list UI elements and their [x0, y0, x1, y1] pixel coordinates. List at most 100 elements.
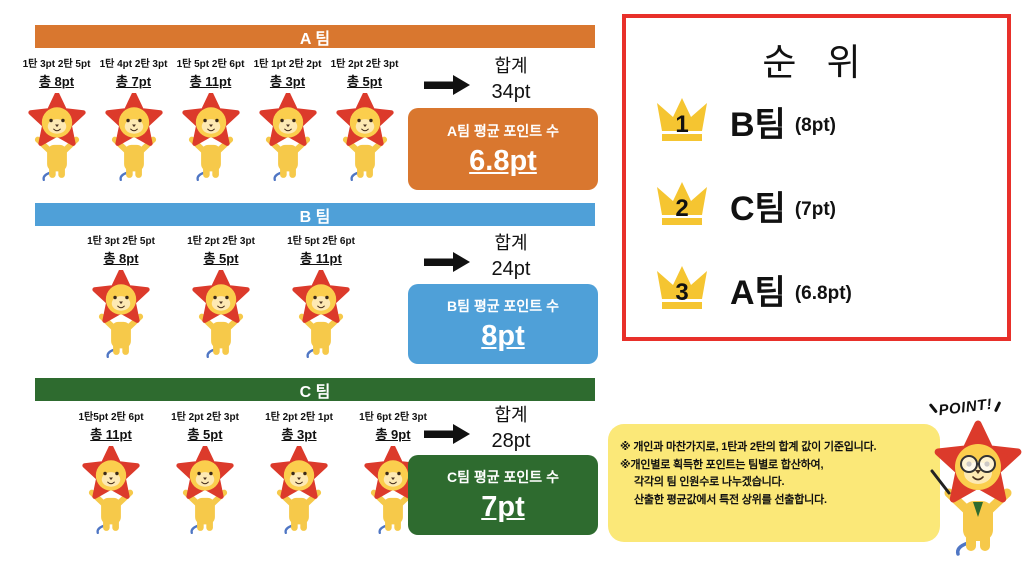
team-c-sum: 합계 28pt — [468, 401, 554, 453]
ranking-title: 순 위 — [762, 42, 871, 83]
team-a-member-1: 1탄 3pt 2탄 5pt 총 8pt — [18, 55, 95, 181]
rank-row-1: 1 B팀 (8pt) — [654, 96, 836, 146]
team-a-members: 1탄 3pt 2탄 5pt 총 8pt 1탄 4pt 2탄 3pt 총 7pt … — [18, 55, 403, 181]
member-round-points: 1탄 2pt 2탄 1pt — [265, 412, 333, 423]
rank-team-name: C팀 — [730, 189, 786, 228]
emphasis-line-icon — [928, 403, 938, 414]
team-b-member-3: 1탄 5pt 2탄 6pt 총 11pt — [280, 232, 362, 358]
lion-mascot-icon — [78, 446, 144, 534]
rank-team-points: (6.8pt) — [794, 283, 852, 304]
crown-1: 1 — [654, 96, 710, 146]
crown-3: 3 — [654, 264, 710, 314]
note-line-4: 산출한 평균값에서 특전 상위를 선출합니다. — [634, 493, 827, 506]
team-c-average-box: C팀 평균 포인트 수 7pt — [408, 455, 598, 535]
rank-number: 2 — [675, 195, 689, 222]
crown-icon — [657, 266, 707, 309]
rank-row-3: 3 A팀 (6.8pt) — [654, 264, 852, 314]
rank-row-2: 2 C팀 (7pt) — [654, 180, 836, 230]
member-total-points: 총 3pt — [281, 427, 317, 442]
note-line-1: ※ 개인과 마찬가지로, 1탄과 2탄의 합계 값이 기준입니다. — [620, 441, 877, 453]
member-round-points: 1탄 6pt 2탄 3pt — [359, 412, 427, 423]
crown-2: 2 — [654, 180, 710, 230]
member-total-points: 총 7pt — [115, 74, 152, 89]
arrow-right-icon — [424, 424, 470, 444]
member-total-points: 총 11pt — [189, 74, 232, 89]
average-label: A팀 평균 포인트 수 — [447, 122, 559, 139]
team-b-average-box: B팀 평균 포인트 수 8pt — [408, 284, 598, 364]
member-round-points: 1탄 5pt 2탄 6pt — [287, 236, 355, 247]
sum-label: 합계 — [494, 56, 528, 76]
lion-mascot-icon — [178, 93, 244, 181]
note-line-2: ※개인별로 획득한 포인트는 팀별로 합산하여, — [620, 458, 824, 471]
note-line-3: 각각의 팀 인원수로 나누겠습니다. — [634, 476, 785, 489]
team-b-sum: 합계 24pt — [468, 229, 554, 281]
member-total-points: 총 11pt — [90, 427, 132, 442]
rank-team-name: B팀 — [730, 105, 786, 144]
average-label: C팀 평균 포인트 수 — [447, 468, 559, 485]
lion-mascot-icon — [24, 93, 90, 181]
lion-mascot-icon — [255, 93, 321, 181]
team-c-member-4: 1탄 6pt 2탄 3pt 총 9pt — [352, 408, 434, 534]
lion-mascot-icon — [188, 270, 254, 358]
team-c-members: 1탄5pt 2탄 6pt 총 11pt 1탄 2pt 2탄 3pt 총 5pt … — [70, 408, 434, 534]
rank-team-points: (7pt) — [794, 199, 836, 220]
team-c-member-2: 1탄 2pt 2탄 3pt 총 5pt — [164, 408, 246, 534]
arrow-right-icon — [424, 252, 470, 272]
member-round-points: 1탄 2pt 2탄 3pt — [171, 412, 239, 423]
point-callout: POINT! — [928, 395, 1002, 420]
sum-label: 합계 — [494, 233, 528, 253]
member-round-points: 1탄5pt 2탄 6pt — [78, 412, 144, 423]
member-round-points: 1탄 2pt 2탄 3pt — [187, 236, 255, 247]
note-box: ※ 개인과 마찬가지로, 1탄과 2탄의 합계 값이 기준입니다. ※개인별로 … — [608, 424, 940, 542]
member-total-points: 총 9pt — [375, 427, 411, 442]
team-a-average-box: A팀 평균 포인트 수 6.8pt — [408, 108, 598, 190]
member-round-points: 1탄 4pt 2탄 3pt — [99, 59, 168, 70]
member-total-points: 총 8pt — [103, 251, 139, 266]
team-a-member-3: 1탄 5pt 2탄 6pt 총 11pt — [172, 55, 249, 181]
member-total-points: 총 5pt — [187, 427, 223, 442]
lion-mascot-icon — [266, 446, 332, 534]
team-a-header: A 팀 — [35, 25, 595, 48]
lion-mascot-icon — [101, 93, 167, 181]
lion-mascot-icon — [172, 446, 238, 534]
average-value: 8pt — [481, 319, 525, 352]
sum-value: 24pt — [491, 258, 531, 280]
member-total-points: 총 5pt — [203, 251, 239, 266]
team-a-sum: 합계 34pt — [468, 52, 554, 104]
rank-number: 1 — [675, 111, 689, 138]
team-b-header: B 팀 — [35, 203, 595, 226]
member-total-points: 총 8pt — [38, 74, 75, 89]
sum-value: 34pt — [491, 81, 531, 103]
ranking-panel: 순 위 1 B팀 (8pt) 2 C팀 (7pt) — [622, 14, 1011, 341]
member-round-points: 1탄 5pt 2탄 6pt — [176, 59, 245, 70]
average-value: 6.8pt — [469, 144, 537, 177]
lion-mascot-icon — [88, 270, 154, 358]
member-total-points: 총 3pt — [269, 74, 306, 89]
member-total-points: 총 5pt — [346, 74, 383, 89]
rank-number: 3 — [675, 279, 689, 306]
sum-label: 합계 — [494, 405, 528, 425]
crown-icon — [657, 182, 707, 225]
member-round-points: 1탄 3pt 2탄 5pt — [22, 59, 91, 70]
team-b-members: 1탄 3pt 2탄 5pt 총 8pt 1탄 2pt 2탄 3pt 총 5pt … — [80, 232, 362, 358]
member-round-points: 1탄 2pt 2탄 3pt — [330, 59, 399, 70]
team-b-member-2: 1탄 2pt 2탄 3pt 총 5pt — [180, 232, 262, 358]
sum-value: 28pt — [491, 430, 531, 452]
lion-mascot-icon — [288, 270, 354, 358]
team-a-member-5: 1탄 2pt 2탄 3pt 총 5pt — [326, 55, 403, 181]
average-label: B팀 평균 포인트 수 — [447, 297, 559, 314]
team-c-member-1: 1탄5pt 2탄 6pt 총 11pt — [70, 408, 152, 534]
team-b-member-1: 1탄 3pt 2탄 5pt 총 8pt — [80, 232, 162, 358]
point-label: POINT! — [937, 395, 994, 420]
arrow-right-icon — [424, 75, 470, 95]
crown-icon — [657, 98, 707, 141]
team-a-member-2: 1탄 4pt 2탄 3pt 총 7pt — [95, 55, 172, 181]
lion-mascot-glasses-icon — [930, 418, 1024, 560]
average-value: 7pt — [481, 490, 525, 523]
member-round-points: 1탄 1pt 2탄 2pt — [253, 59, 322, 70]
member-round-points: 1탄 3pt 2탄 5pt — [87, 236, 155, 247]
team-c-member-3: 1탄 2pt 2탄 1pt 총 3pt — [258, 408, 340, 534]
rank-team-points: (8pt) — [794, 115, 836, 136]
emphasis-line-icon — [994, 401, 1002, 413]
